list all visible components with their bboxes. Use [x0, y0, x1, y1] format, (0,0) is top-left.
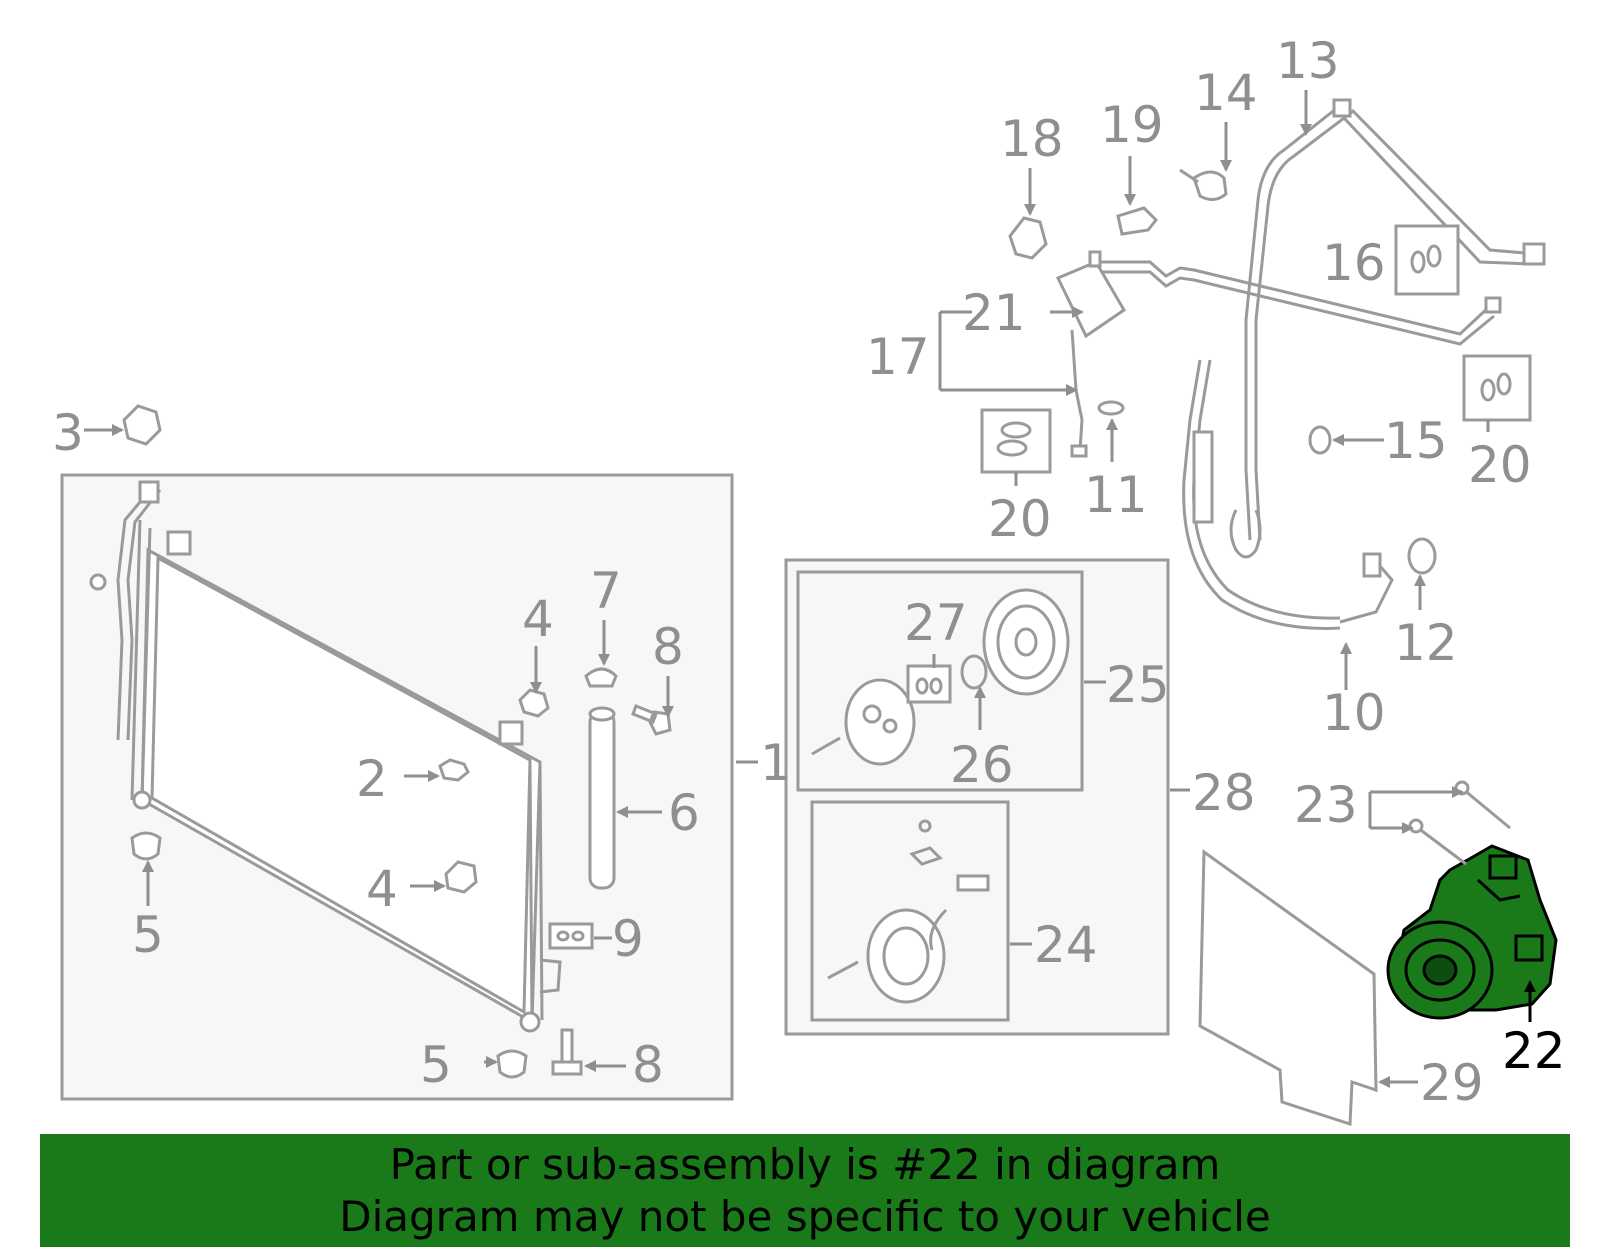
ac-lines	[980, 98, 1546, 630]
callout-20-right: 20	[1468, 436, 1532, 494]
banner-line-2: Diagram may not be specific to your vehi…	[339, 1191, 1271, 1241]
callout-8-upper: 8	[652, 618, 684, 676]
callout-5-left: 5	[132, 906, 164, 964]
callout-23: 23	[1294, 776, 1358, 834]
callout-21: 21	[962, 284, 1026, 342]
info-banner: Part or sub-assembly is #22 in diagram D…	[40, 1134, 1570, 1247]
callout-29: 29	[1420, 1054, 1484, 1112]
callout-15: 15	[1384, 412, 1448, 470]
callout-16: 16	[1322, 234, 1386, 292]
leader-lines	[84, 90, 1536, 1088]
bolts-23	[1408, 780, 1511, 866]
callout-12: 12	[1394, 614, 1458, 672]
banner-line-1: Part or sub-assembly is #22 in diagram	[389, 1139, 1221, 1189]
callout-25: 25	[1106, 656, 1170, 714]
callout-17: 17	[866, 328, 930, 386]
callout-6: 6	[668, 784, 700, 842]
callout-14: 14	[1194, 64, 1258, 122]
callout-5-lower: 5	[420, 1036, 452, 1094]
callout-4-upper: 4	[522, 590, 554, 648]
callout-20-left: 20	[988, 490, 1052, 548]
small-parts	[122, 404, 672, 1079]
callout-1: 1	[760, 734, 792, 792]
callout-3: 3	[52, 404, 84, 462]
callout-22: 22	[1502, 1022, 1566, 1080]
callout-28: 28	[1192, 764, 1256, 822]
callout-27: 27	[904, 594, 968, 652]
callout-19: 19	[1100, 96, 1164, 154]
callout-7: 7	[590, 562, 622, 620]
callout-18: 18	[1000, 110, 1064, 168]
callout-11: 11	[1084, 466, 1148, 524]
coil-parts	[827, 819, 990, 1004]
callout-24: 24	[1034, 916, 1098, 974]
callout-8-lower: 8	[632, 1036, 664, 1094]
clutch-parts	[811, 588, 1070, 766]
callout-4-lower: 4	[366, 860, 398, 918]
callout-10: 10	[1322, 684, 1386, 742]
callout-2: 2	[356, 750, 388, 808]
callout-26: 26	[950, 736, 1014, 794]
callout-9: 9	[612, 910, 644, 968]
callout-13: 13	[1276, 32, 1340, 90]
highlighted-compressor	[1386, 844, 1558, 1020]
condenser	[89, 480, 562, 1033]
compressor-shield	[1198, 849, 1378, 1127]
